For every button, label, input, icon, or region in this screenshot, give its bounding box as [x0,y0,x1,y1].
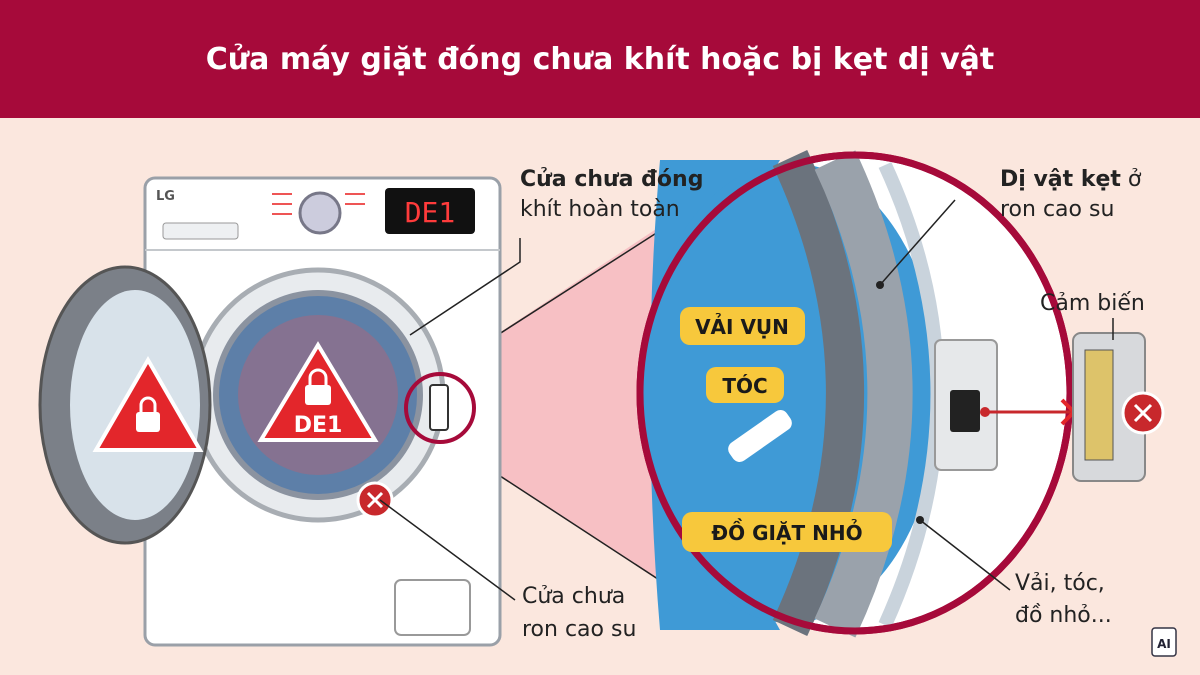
detergent-drawer [162,222,239,240]
page-title: Cửa máy giặt đóng chưa khít hoặc bị kẹt … [205,41,995,77]
washing-machine: LG DE1 DE1 [143,176,502,647]
warning-icon [92,356,204,452]
brand-logo: LG [156,189,175,204]
open-door [38,265,212,545]
tag-lint: VẢI VỤN [695,314,789,339]
callout-object-title: Dị vật kẹt [1000,167,1121,192]
filter-cover [394,579,471,636]
program-knob [298,191,342,235]
callout-door-title: Cửa chưa đóng [520,167,703,192]
callout-door-sub: khít hoàn toàn [520,197,680,222]
callout-object-sub: ron cao su [1000,197,1114,222]
ai-watermark: AI [1157,637,1171,651]
header-banner: Cửa máy giặt đóng chưa khít hoặc bị kẹt … [0,0,1200,118]
tag-hair: TÓC [722,374,767,398]
zoom-detail: VẢI VỤN TÓC ĐỒ GIẶT NHỎ [636,149,1074,638]
warning-code: DE1 [294,413,343,438]
ai-watermark-icon [1151,627,1177,657]
callout-items-2: đồ nhỏ... [1015,603,1112,628]
zoom-cone [440,200,700,600]
display-code: DE1 [405,196,456,229]
svg-text:Dị vật kẹt ở: Dị vật kẹt ở [1000,167,1142,192]
callout-object-suffix: ở [1128,167,1142,192]
door-lock-latch [429,384,449,431]
display-panel [385,188,475,234]
lock-icon [305,385,331,405]
zoom-source-circle [404,372,476,444]
callout-items-1: Vải, tóc, [1015,571,1105,596]
callout-gasket-1: Cửa chưa [522,584,625,609]
panel-indicators [272,193,365,215]
callout-gasket-2: ron cao su [522,617,636,642]
callout-sensor: Cảm biến [1040,291,1145,316]
lock-icon [136,412,160,432]
tag-small-items: ĐỒ GIẶT NHỎ [711,519,862,545]
small-item-icon [728,410,792,462]
